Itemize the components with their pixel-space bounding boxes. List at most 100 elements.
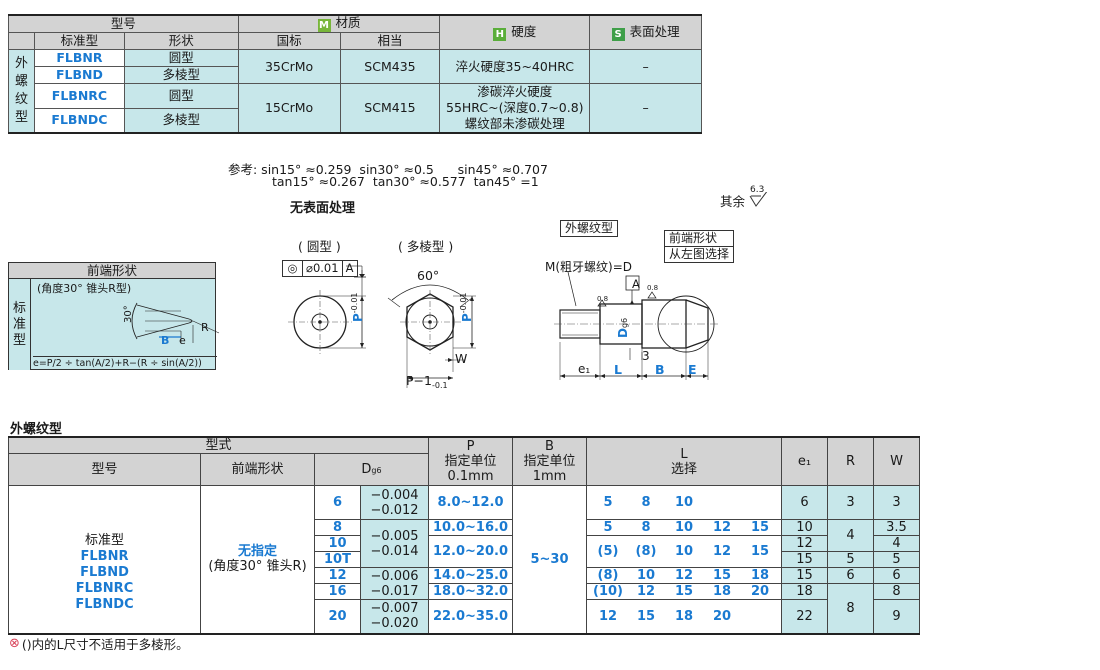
tip-shape-desc: (角度30° 锥头R型): [37, 282, 132, 295]
tip-shape-title: 前端形状: [9, 263, 215, 279]
d-8: 8: [314, 519, 361, 536]
thread-spec: M(粗牙螺纹)=D: [545, 260, 633, 274]
thread-type-box: 外螺纹型: [560, 220, 619, 237]
header-hardness-label: 硬度: [511, 23, 537, 39]
w-6: 3: [873, 485, 920, 520]
footnote-text: ()内的L尺寸不适用于多棱形。: [21, 637, 189, 652]
prohibited-icon: ⊗: [9, 636, 20, 651]
gb-35crmo: 35CrMo: [237, 49, 341, 84]
r-10t: 5: [827, 551, 874, 568]
sub-gb: 国标: [237, 32, 341, 50]
tolerance-value: ⌀0.01: [303, 261, 343, 276]
tip-shape-body: (角度30° 锥头R型) 30° R B e e=P/2 ÷ tan(A/2)+…: [31, 279, 220, 369]
tip-cell: 无指定 (角度30° 锥头R): [200, 485, 315, 634]
model-cell: 标准型 FLBNR FLBND FLBNRC FLBNDC: [8, 485, 201, 634]
h-d: Dg6: [314, 453, 429, 486]
surface-2: –: [589, 83, 702, 134]
e1-16: 18: [781, 583, 828, 600]
e1-10: 12: [781, 535, 828, 552]
r-6: 3: [827, 485, 874, 520]
header-material-label: 材质: [335, 15, 361, 30]
roughness-value: 6.3: [750, 185, 765, 195]
round-poly-drawing: [288, 265, 476, 388]
h-model: 型号: [8, 453, 201, 486]
p-12: 14.0~25.0: [428, 567, 513, 584]
dim-l: L: [614, 362, 622, 377]
p-10: 12.0~20.0: [428, 535, 513, 568]
shape-round: 圆型: [123, 49, 239, 67]
rough-08-a: 0.8: [597, 295, 609, 303]
e1-6: 6: [781, 485, 828, 520]
roughness-symbol-icon: [749, 192, 768, 207]
section-title: 外螺纹型: [10, 422, 63, 437]
header-surface-label: 表面处理: [629, 23, 680, 39]
side-label: 外螺纹型: [8, 49, 35, 134]
p-20: 22.0~35.0: [428, 599, 513, 634]
tip-formula: e=P/2 ÷ tan(A/2)+R−(R ÷ sin(A/2)): [33, 356, 217, 369]
model-flbnrc: FLBNRC: [75, 581, 134, 597]
h-type: 型式: [8, 436, 429, 454]
concentricity-icon: ◎: [283, 261, 303, 276]
r-12: 6: [827, 567, 874, 584]
h-r: R: [827, 436, 874, 486]
header-surface: S 表面处理: [589, 14, 702, 50]
no-surface-label: 无表面处理: [290, 201, 356, 216]
d-6: 6: [314, 485, 361, 520]
shape-round-2: 圆型: [123, 83, 239, 109]
h-w: W: [873, 436, 920, 486]
r-8-10: 4: [827, 519, 874, 552]
p-dim-round: P-0.01: [350, 292, 365, 323]
hardness-2-line1: 渗碳淬火硬度: [477, 84, 553, 99]
gb-15crmo: 15CrMo: [237, 83, 341, 134]
dim-b: B: [655, 362, 665, 377]
hardness-2: 渗碳淬火硬度 55HRC~(深度0.7~0.8) 螺纹部未渗碳处理: [439, 83, 591, 134]
code-flbnr: FLBNR: [33, 49, 125, 67]
b-range: 5~30: [512, 485, 587, 634]
tol-6: −0.004−0.012: [360, 485, 429, 520]
header-hardness: H 硬度: [439, 14, 591, 50]
tip-r: R: [201, 321, 209, 334]
equiv-scm415: SCM415: [339, 83, 441, 134]
tol-8-10: −0.005−0.014: [360, 519, 429, 568]
header-material: M 材质: [237, 14, 441, 33]
h-e1: e₁: [781, 436, 828, 486]
r-16-20: 8: [827, 583, 874, 634]
tip-shape-note: 前端形状 从左图选择: [664, 230, 735, 263]
sub-standard: 标准型: [33, 32, 125, 50]
tol-20: −0.007−0.020: [360, 599, 429, 634]
p-16: 18.0~32.0: [428, 583, 513, 600]
tip-cone-r: (角度30° 锥头R): [208, 559, 307, 575]
sub-equiv: 相当: [339, 32, 441, 50]
model-standard: 标准型: [84, 533, 124, 549]
sub-shape: 形状: [123, 32, 239, 50]
thread-part-drawing: [554, 271, 718, 380]
tip-shape-side: 标准型: [9, 279, 31, 370]
w-dim: W: [455, 351, 468, 366]
tol-12-16: −0.006−0.017: [360, 567, 429, 600]
tip-unspecified: 无指定: [237, 544, 277, 560]
datum-a: A: [632, 277, 640, 291]
shape-poly-2: 多棱型: [123, 107, 239, 134]
shape-poly: 多棱型: [123, 66, 239, 84]
e1-8: 10: [781, 519, 828, 536]
code-flbnd: FLBND: [33, 66, 125, 84]
dim-e1: e₁: [578, 362, 591, 376]
d-dim: Dg6: [616, 317, 630, 338]
tip-b: B: [161, 334, 170, 347]
roughness-note: 其余: [720, 194, 746, 209]
badge-h: H: [493, 27, 507, 41]
badge-s: S: [611, 27, 625, 41]
badge-m: M: [317, 19, 331, 32]
p-dim-poly: P-0.01: [459, 292, 474, 323]
d-12: 12: [314, 567, 361, 584]
w-8: 3.5: [873, 519, 920, 536]
equiv-scm435: SCM435: [339, 49, 441, 84]
w-12: 6: [873, 567, 920, 584]
reference-line1: 参考: sin15° ≈0.259 sin30° ≈0.5 sin45° ≈0.…: [228, 162, 548, 177]
